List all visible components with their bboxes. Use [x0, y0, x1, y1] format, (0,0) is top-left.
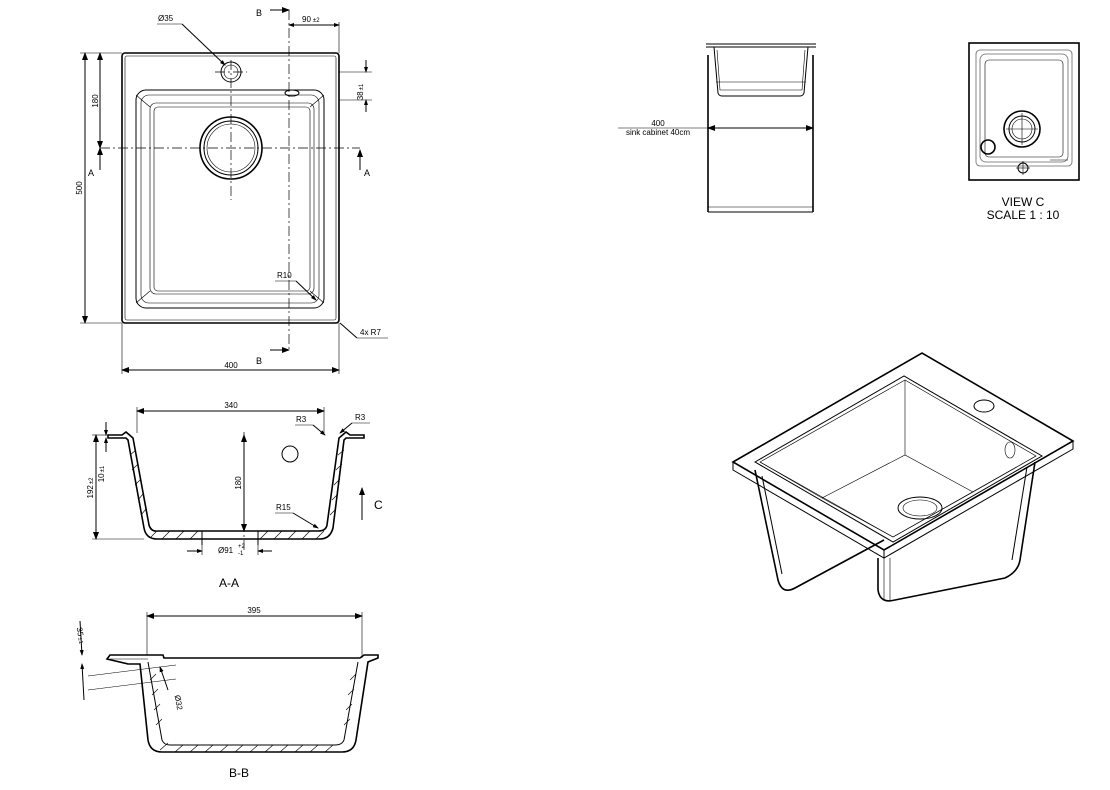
radius-r10: R10: [277, 271, 292, 280]
bb-dia32: Ø32: [173, 694, 185, 711]
section-a-right: A: [364, 168, 370, 178]
view-c-scale: SCALE 1 : 10: [987, 208, 1060, 222]
bb-dim-395: 395: [247, 606, 261, 615]
dim-400: 400: [224, 361, 238, 370]
view-c-overflow: [980, 139, 996, 155]
cabinet-dim-400: 400: [651, 119, 665, 128]
aa-r3-right: R3: [355, 413, 366, 422]
dim-180: 180: [91, 94, 100, 108]
dim-38: 38±1: [356, 83, 365, 100]
aa-dim-192: 192±2: [86, 477, 95, 499]
dim-dia35: Ø35: [158, 14, 174, 23]
bb-caption: B-B: [229, 766, 249, 780]
view-c-arrow-label: C: [374, 498, 383, 512]
aa-r3-left: R3: [296, 415, 307, 424]
section-aa: 340 R3 R3 192±2 10±1 180 R15 Ø91 +2 -1 C: [86, 401, 383, 590]
iso-rim: [731, 352, 1075, 551]
view-c-title: VIEW C: [1002, 195, 1045, 209]
radius-r7: 4x R7: [360, 328, 381, 337]
aa-dim-340: 340: [224, 401, 238, 410]
dim-90: 90±2: [302, 15, 320, 24]
aa-dia91: Ø91: [218, 546, 234, 555]
aa-caption: A-A: [219, 576, 239, 590]
aa-dim-10: 10±1: [97, 465, 106, 482]
top-view: 500 180 400 90±2 38±1 Ø35 R10 4x R7 A: [75, 7, 388, 374]
aa-overflow-hole: [281, 445, 299, 463]
view-c: VIEW C SCALE 1 : 10: [968, 42, 1080, 222]
bowl-outline: [135, 89, 325, 309]
bb-dim-35: 35±1: [75, 627, 87, 646]
cabinet-label: sink cabinet 40cm: [626, 128, 690, 137]
view-c-outline: [968, 42, 1080, 181]
view-c-drain: [1003, 110, 1041, 148]
aa-r15: R15: [276, 503, 291, 512]
outer-rim-outline: [121, 52, 340, 324]
section-b-bottom: B: [256, 356, 262, 366]
cabinet-view: 400 sink cabinet 40cm: [618, 43, 816, 213]
dim-500: 500: [75, 181, 84, 195]
aa-dia91-upper: +2: [238, 544, 246, 550]
section-a-left: A: [88, 168, 94, 178]
section-bb: Ø32 395 35±1 B-B: [75, 606, 379, 780]
iso-tap-hole: [973, 399, 995, 413]
aa-dia91-lower: -1: [238, 551, 244, 557]
section-b-top: B: [256, 8, 262, 18]
aa-profile: [107, 430, 365, 540]
isometric-view: [731, 352, 1075, 602]
aa-dim-180: 180: [234, 476, 243, 490]
bb-profile: [105, 654, 379, 753]
